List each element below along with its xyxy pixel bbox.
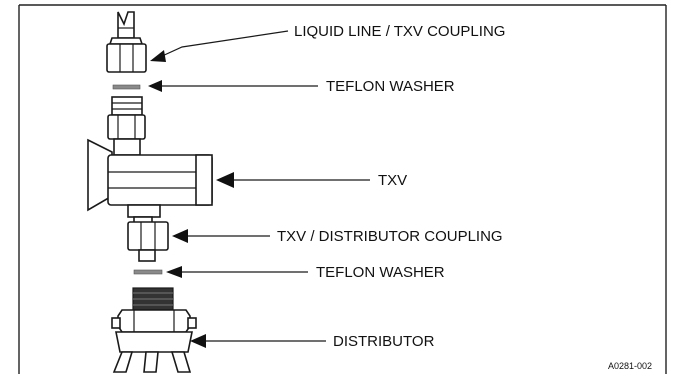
callout-teflon-washer-lower: TEFLON WASHER	[166, 264, 445, 281]
figure-reference: A0281-002	[608, 361, 652, 371]
txv-body-part	[87, 138, 213, 228]
label-liquid-line-coupling: LIQUID LINE / TXV COUPLING	[294, 23, 505, 40]
label-teflon-washer-lower: TEFLON WASHER	[316, 264, 445, 281]
liquid-line-coupling-part	[106, 11, 147, 73]
diagram-frame	[18, 4, 667, 374]
txv-distributor-coupling-part	[127, 221, 169, 262]
callout-txv-distributor-coupling: TXV / DISTRIBUTOR COUPLING	[172, 228, 503, 245]
label-teflon-washer-upper: TEFLON WASHER	[326, 78, 455, 95]
arrowhead-icon	[166, 266, 182, 278]
label-txv-distributor-coupling: TXV / DISTRIBUTOR COUPLING	[277, 228, 503, 245]
callout-liquid-line-coupling: LIQUID LINE / TXV COUPLING	[150, 23, 505, 62]
arrowhead-icon	[148, 80, 162, 92]
callout-teflon-washer-upper: TEFLON WASHER	[148, 78, 455, 95]
arrowhead-icon	[190, 334, 206, 348]
distributor-part	[111, 287, 197, 373]
arrowhead-icon	[150, 50, 166, 62]
txv-inlet-fitting	[107, 96, 146, 156]
label-distributor: DISTRIBUTOR	[333, 333, 435, 350]
callout-distributor: DISTRIBUTOR	[190, 333, 435, 350]
teflon-washer-upper-part	[112, 84, 141, 90]
teflon-washer-lower-part	[133, 269, 163, 275]
label-txv: TXV	[378, 172, 407, 189]
arrowhead-icon	[172, 229, 188, 243]
callout-txv: TXV	[216, 172, 407, 189]
arrowhead-icon	[216, 172, 234, 188]
